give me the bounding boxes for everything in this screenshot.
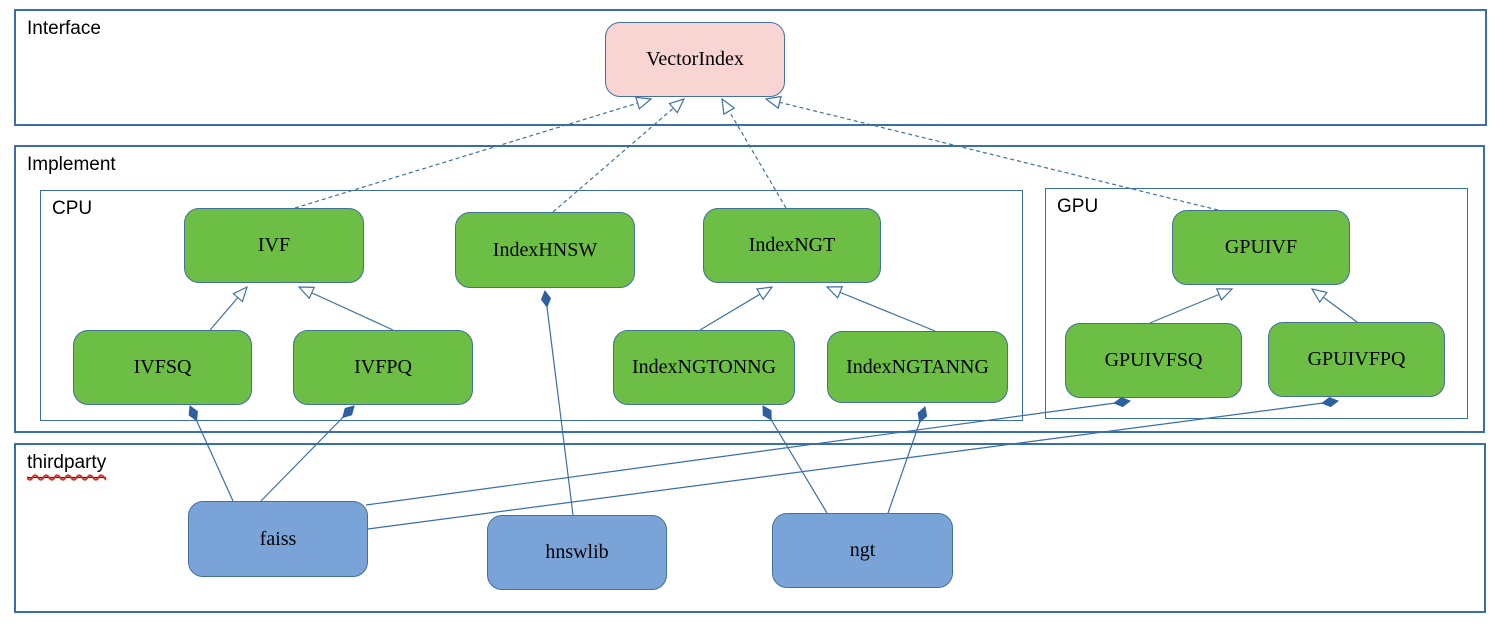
node-gpuivf: GPUIVF xyxy=(1172,210,1350,285)
node-ngt-label: ngt xyxy=(849,539,876,561)
container-thirdparty-label: thirdparty xyxy=(27,452,107,478)
node-indexhnsw: IndexHNSW xyxy=(455,212,635,288)
container-cpu-label: CPU xyxy=(52,198,93,219)
node-ivfsq-label: IVFSQ xyxy=(133,356,192,378)
node-indexngtonng: IndexNGTONNG xyxy=(613,330,795,405)
node-hnswlib-label: hnswlib xyxy=(545,541,609,563)
node-gpuivf-label: GPUIVF xyxy=(1224,236,1298,258)
node-indexngtanng: IndexNGTANNG xyxy=(827,331,1008,403)
node-faiss: faiss xyxy=(188,501,368,577)
node-ivf-label: IVF xyxy=(257,234,291,256)
node-ivfpq: IVFPQ xyxy=(293,330,473,405)
node-indexngtanng-label: IndexNGTANNG xyxy=(846,355,989,378)
node-hnswlib: hnswlib xyxy=(487,515,667,590)
node-indexngt: IndexNGT xyxy=(703,208,881,283)
node-indexngt-label: IndexNGT xyxy=(748,234,836,256)
container-interface-label: Interface xyxy=(27,18,101,39)
node-ivf: IVF xyxy=(184,208,364,283)
node-ivfpq-label: IVFPQ xyxy=(354,356,412,378)
node-indexngtonng-label: IndexNGTONNG xyxy=(631,356,777,378)
node-gpuivfpq: GPUIVFPQ xyxy=(1268,322,1445,397)
node-indexhnsw-label: IndexHNSW xyxy=(492,238,598,261)
node-vectorindex: VectorIndex xyxy=(605,22,785,97)
node-vectorindex-label: VectorIndex xyxy=(646,48,744,70)
container-gpu-label: GPU xyxy=(1057,196,1099,217)
node-ngt: ngt xyxy=(772,513,953,588)
node-faiss-label: faiss xyxy=(259,527,297,550)
container-implement-label: Implement xyxy=(27,154,116,175)
node-gpuivfsq: GPUIVFSQ xyxy=(1065,323,1242,398)
node-gpuivfpq-label: GPUIVFPQ xyxy=(1307,348,1406,370)
node-gpuivfsq-label: GPUIVFSQ xyxy=(1104,349,1203,371)
node-ivfsq: IVFSQ xyxy=(73,330,252,405)
